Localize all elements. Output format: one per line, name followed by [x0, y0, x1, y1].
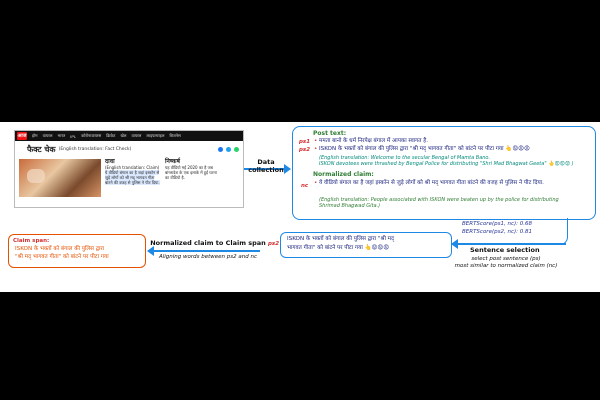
nc-translation-2: Shrimad Bhagwad Gita.) [319, 203, 381, 209]
data-collection-arrow [244, 164, 291, 174]
page-subtitle: (English translation: Fact Check) [58, 147, 132, 152]
nc-tag: nc [301, 183, 309, 189]
claim-heading: दावा [105, 158, 115, 165]
span-alignment-arrow [147, 246, 260, 256]
nc-translation-1: (English translation: People associated … [319, 197, 559, 203]
article-body: दावा (English translation: Claim) ये वीड… [15, 156, 243, 200]
span-step-note: Aligning words between ps2 and nc [158, 254, 258, 260]
data-collection-label: Data collection [248, 158, 284, 174]
nav-item: वायरल [42, 133, 53, 138]
nav-item: लाइफस्टाइल [146, 133, 165, 138]
twitter-icon [226, 147, 231, 152]
site-logo: आज [17, 132, 27, 140]
ps1-tag: ps1 [299, 139, 311, 145]
post-translation-1: (English translation: Welcome to the sec… [319, 155, 491, 161]
whatsapp-icon [234, 147, 239, 152]
conclusion-heading: निष्कर्ष [165, 158, 180, 165]
span-step-label: Normalized claim to Claim span [150, 239, 266, 247]
nav-item: वायरल [131, 133, 142, 138]
claim-span-line-1: ISKON के भक्तों को बंगाल की पुलिस द्वारा [15, 246, 105, 252]
nav-item: क्रिकेट [106, 133, 116, 138]
selection-note-1: select post sentence (ps) [471, 256, 541, 262]
nav-item: होम [32, 133, 38, 138]
claim-span-box: Claim span: ISKON के भक्तों को बंगाल की … [8, 234, 146, 268]
nav-item: IPL [70, 133, 77, 139]
top-black-band [0, 0, 600, 122]
bottom-black-band [0, 292, 600, 400]
bertscore-ps2: BERTScore(ps2, nc): 0.81 [462, 229, 532, 235]
conclusion-column: निष्कर्ष यह वीडियो मई 2020 का है जब बांग… [165, 159, 221, 197]
share-icons [218, 147, 239, 152]
ps2-text: ISKON के भक्तों को बंगाल की पुलिस द्वारा… [314, 146, 589, 153]
post-text-heading: Post text: [313, 130, 347, 137]
ps2-box-line-1: ISKON के भक्तों को बंगाल की पुलिस द्वारा… [287, 236, 394, 242]
bertscore-ps1: BERTScore(ps1, nc): 0.68 [462, 221, 532, 227]
page-title: फैक्ट चेक [27, 145, 56, 154]
article-image [19, 159, 101, 197]
ps2-box-tag: ps2 [268, 241, 280, 247]
normalized-claim-heading: Normalized claim: [313, 171, 374, 178]
selection-arrow [451, 239, 566, 249]
site-nav-bar: आज होम वायरल भारत IPL कोरोनावायरस क्रिके… [15, 131, 243, 141]
ps1-text: ममता बानो के धर्म निरपेक्ष बंगाल में आपक… [314, 138, 589, 145]
ps2-box-line-2: भागवत गीता" को बांटने पर पीटा गया 👆😡😡😡 [287, 245, 390, 251]
selection-note-2: most similar to normalized claim (nc) [454, 263, 558, 269]
claim-column: दावा (English translation: Claim) ये वीड… [105, 159, 161, 197]
website-screenshot: आज होम वायरल भारत IPL कोरोनावायरस क्रिके… [14, 130, 244, 208]
nav-item: कोरोनावायरस [81, 133, 102, 138]
site-header: फैक्ट चेक (English translation: Fact Che… [15, 141, 243, 156]
ps2-tag: ps2 [299, 147, 311, 153]
claim-span-line-2: "श्री मद् भागवत गीता" को बांटने पर पीटा … [15, 254, 109, 260]
nc-text: ये वीडियो बंगाल का है जहां इस्कॉन से जुड… [314, 180, 589, 187]
nav-item: बिजनेस [169, 133, 181, 138]
claim-span-heading: Claim span: [13, 238, 50, 244]
claim-heading-translation: (English translation: Claim) [105, 165, 160, 170]
post-translation-2: ISKON devotees were thrashed by Bengal P… [319, 161, 574, 167]
conclusion-text: यह वीडियो मई 2020 का है जब बांग्लादेश के… [165, 165, 217, 180]
nav-item: भारत [57, 133, 66, 138]
post-text-box: Post text: ps1 ममता बानो के धर्म निरपेक्… [292, 126, 596, 220]
facebook-icon [218, 147, 223, 152]
sentence-selection-label: Sentence selection [470, 246, 540, 254]
claim-text: ये वीडियो बंगाल का है जहां इस्कॉन से जुड… [105, 170, 160, 185]
nav-item: खेल [120, 133, 127, 138]
selected-sentence-box: ps2 ISKON के भक्तों को बंगाल की पुलिस द्… [268, 232, 452, 258]
